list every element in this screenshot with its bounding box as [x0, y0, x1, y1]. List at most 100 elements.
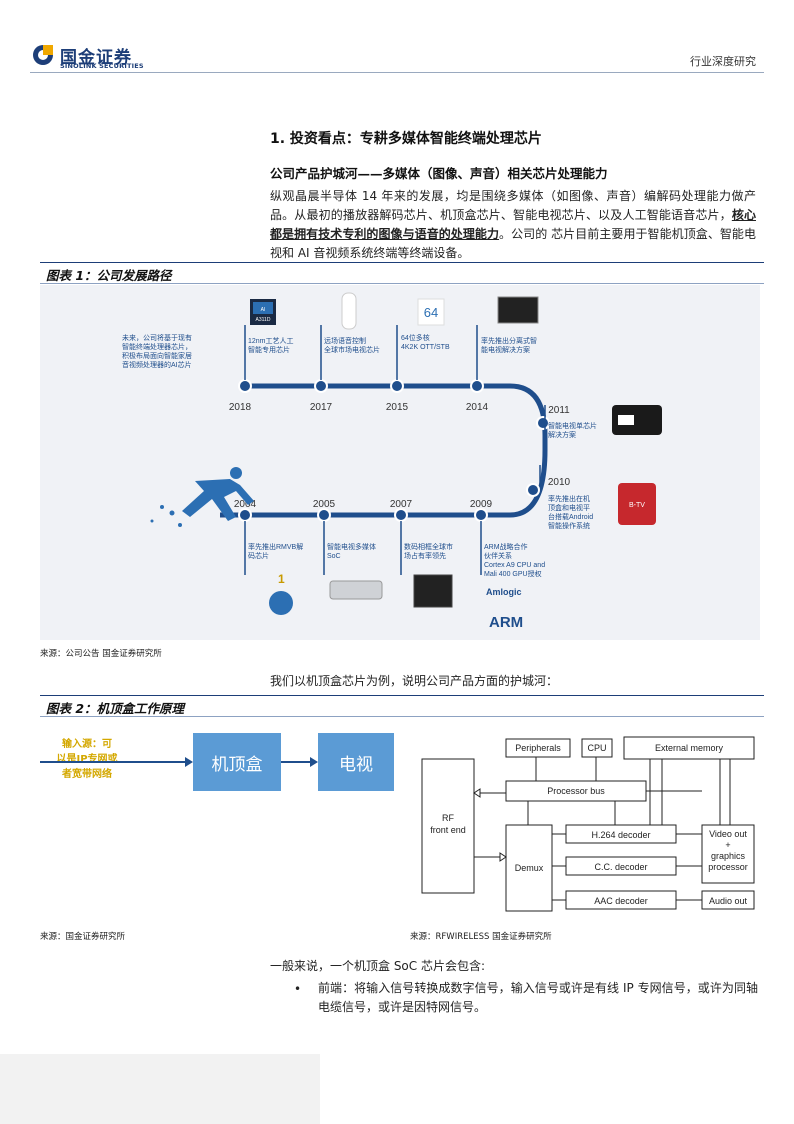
video-out-label-3: graphics [711, 851, 746, 861]
award-medal-icon: 1 [269, 572, 293, 615]
flow-arrows [40, 757, 318, 767]
demux-block [505, 824, 553, 912]
aac-label: AAC decoder [594, 896, 648, 906]
desc-2007-line1: 数码相框全球市 [404, 542, 453, 551]
figure2-caption-bar: 图表 2：机顶盒工作原理 [40, 695, 764, 717]
rf-label-2: front end [430, 825, 466, 835]
audio-out-label: Audio out [709, 896, 748, 906]
external-memory-block [623, 736, 755, 760]
desc-2018-line1: 未来，公司将基于现有 [122, 333, 192, 342]
year-label-2018: 2018 [229, 402, 252, 413]
year-label-2015: 2015 [386, 402, 409, 413]
desc-2007-line2: 场占有率领先 [404, 551, 446, 560]
logo-subtext: SINOLINK SECURITIES [60, 62, 144, 70]
desc-2011-line1: 智能电视单芯片 [548, 421, 597, 430]
desc-2009-line2: 伙伴关系 [484, 551, 512, 560]
desc-2014-line2: 4K2K OTT/STB [401, 344, 450, 351]
header-divider [30, 72, 764, 73]
desc-2010-line1: 率先推出在机 [548, 494, 590, 503]
year-label-2017: 2017 [310, 402, 333, 413]
year-label-2005: 2005 [313, 499, 336, 510]
figure2-source-right: 来源：RFWIRELESS 国金证券研究所 [410, 932, 552, 942]
settop-flow-figure: 输入源：可 以是IP专网或 者宽带网络 机顶盒 电视 [40, 717, 402, 927]
settop-box-node: 机顶盒 [193, 733, 281, 791]
development-timeline-figure: 2018 2017 2015 2014 2011 2010 2004 2005 … [40, 285, 760, 640]
year-label-2010: 2010 [548, 477, 571, 488]
bit-label: 64 [424, 305, 438, 320]
desc-2005-line1: 智能电视多媒体 [327, 542, 376, 551]
lead-sentence-soc: 一般来说，一个机顶盒 SoC 芯片会包含: [270, 959, 486, 973]
report-type-label: 行业深度研究 [690, 55, 756, 68]
footer-panel [0, 1054, 320, 1124]
timeline-dot-2010 [526, 483, 540, 497]
logo-text: 国金证券 [60, 48, 132, 68]
media-player-icon [329, 580, 383, 600]
year-label-2014: 2014 [466, 402, 489, 413]
sub-title: 公司产品护城河——多媒体（图像、声音）相关芯片处理能力 [270, 166, 608, 181]
video-out-label-1: Video out [709, 829, 747, 839]
desc-2004-line1: 率先推出RMVB解 [248, 542, 303, 551]
desc-2018-line2: 智能终端处理器芯片， [122, 342, 192, 351]
year-label-2004: 2004 [234, 499, 257, 510]
bullet-marker: • [294, 982, 302, 996]
desc-2015-line1: 远场语音控制 [324, 336, 366, 345]
cpu-block [581, 738, 613, 758]
desc-split-line1: 率先推出分离式智 [481, 336, 537, 345]
tv-node: 电视 [318, 733, 394, 791]
chip-model-label: A311D [256, 317, 271, 323]
tv-icon [497, 296, 539, 324]
video-out-label-4: processor [708, 862, 748, 872]
desc-2018-line4: 音视频处理器的AI芯片 [122, 360, 192, 369]
timeline-dot-2018 [238, 379, 252, 393]
video-out-block [701, 824, 755, 884]
paragraph-text: 纵观晶晨半导体 14 年来的发展，均是围绕多媒体（如图像、声音）编解码处理能力做… [270, 189, 756, 222]
chip-icon: AI A311D [250, 299, 276, 325]
digital-photo-frame-icon [413, 574, 453, 608]
figure1-source: 来源：公司公告 国金证券研究所 [40, 649, 162, 659]
desc-2009-line4: Mali 400 GPU授权 [484, 569, 542, 578]
paragraph-emphasis: 核心都是拥有技术专利的图像与语音的处理能力 [270, 208, 756, 241]
input-line-2: 以是IP专网或 [56, 754, 118, 765]
figure2-caption: 图表 2：机顶盒工作原理 [46, 701, 185, 716]
settop-box-icon [612, 405, 662, 435]
input-line-1: 输入源：可 [62, 739, 112, 750]
timeline-dot-2015 [390, 379, 404, 393]
android-box-label: B-TV [629, 502, 645, 509]
desc-2011-line2: 解决方案 [548, 430, 576, 439]
settop-block-diagram: RF front end Peripherals CPU External me… [410, 717, 758, 927]
peripherals-block [505, 738, 571, 758]
desc-split-line2: 能电视解决方案 [481, 345, 530, 354]
desc-2010-line3: 台搭载Android [548, 512, 593, 521]
cpu-label: CPU [587, 743, 606, 753]
video-out-label-2: + [725, 840, 730, 850]
timeline-track [220, 383, 548, 518]
timeline-dot-2005 [317, 508, 331, 522]
chip-ai-label: AI [261, 307, 266, 313]
desc-2010-line2: 顶盒和电视平 [548, 503, 590, 512]
desc-2017-line1: 12nm工艺人工 [248, 337, 294, 345]
amlogic-brand-label: Amlogic [486, 587, 522, 597]
desc-2014-line1: 64位多核 [401, 333, 430, 342]
runner-icon [150, 467, 254, 527]
rank-label: 1 [278, 572, 285, 586]
demux-label: Demux [515, 863, 544, 873]
timeline-dot-2009 [474, 508, 488, 522]
figure1-caption: 图表 1：公司发展路径 [46, 268, 172, 283]
year-label-2009: 2009 [470, 499, 493, 510]
arm-brand-label: ARM [489, 614, 523, 631]
desc-2017-line2: 智能专用芯片 [248, 345, 290, 354]
processor-bus-label: Processor bus [547, 786, 605, 796]
paragraph-text-end: 。公司的 芯片目前主要用于智能机顶盒、智能电视和 AI 音视频系统终端等终端设备… [270, 227, 756, 260]
timeline-dot-2014 [470, 379, 484, 393]
android-box-icon: B-TV [618, 483, 656, 525]
h264-label: H.264 decoder [591, 830, 650, 840]
rf-frontend-block [421, 758, 475, 894]
desc-2015-line2: 全球市场电视芯片 [324, 345, 380, 354]
input-line-3: 者宽带网络 [62, 769, 112, 780]
figure1-caption-bar: 图表 1：公司发展路径 [40, 262, 764, 284]
lead-sentence-moat: 我们以机顶盒芯片为例，说明公司产品方面的护城河： [270, 674, 559, 688]
bullet-text-frontend: 前端：将输入信号转换成数字信号，输入信号或许是有线 IP 专网信号，或许为同轴电… [318, 981, 758, 1014]
settop-box-tag-icon [618, 415, 634, 425]
desc-2018-line3: 积极布局面向智能家居 [122, 351, 192, 360]
section-title: 1. 投资看点：专耕多媒体智能终端处理芯片 [270, 131, 542, 147]
